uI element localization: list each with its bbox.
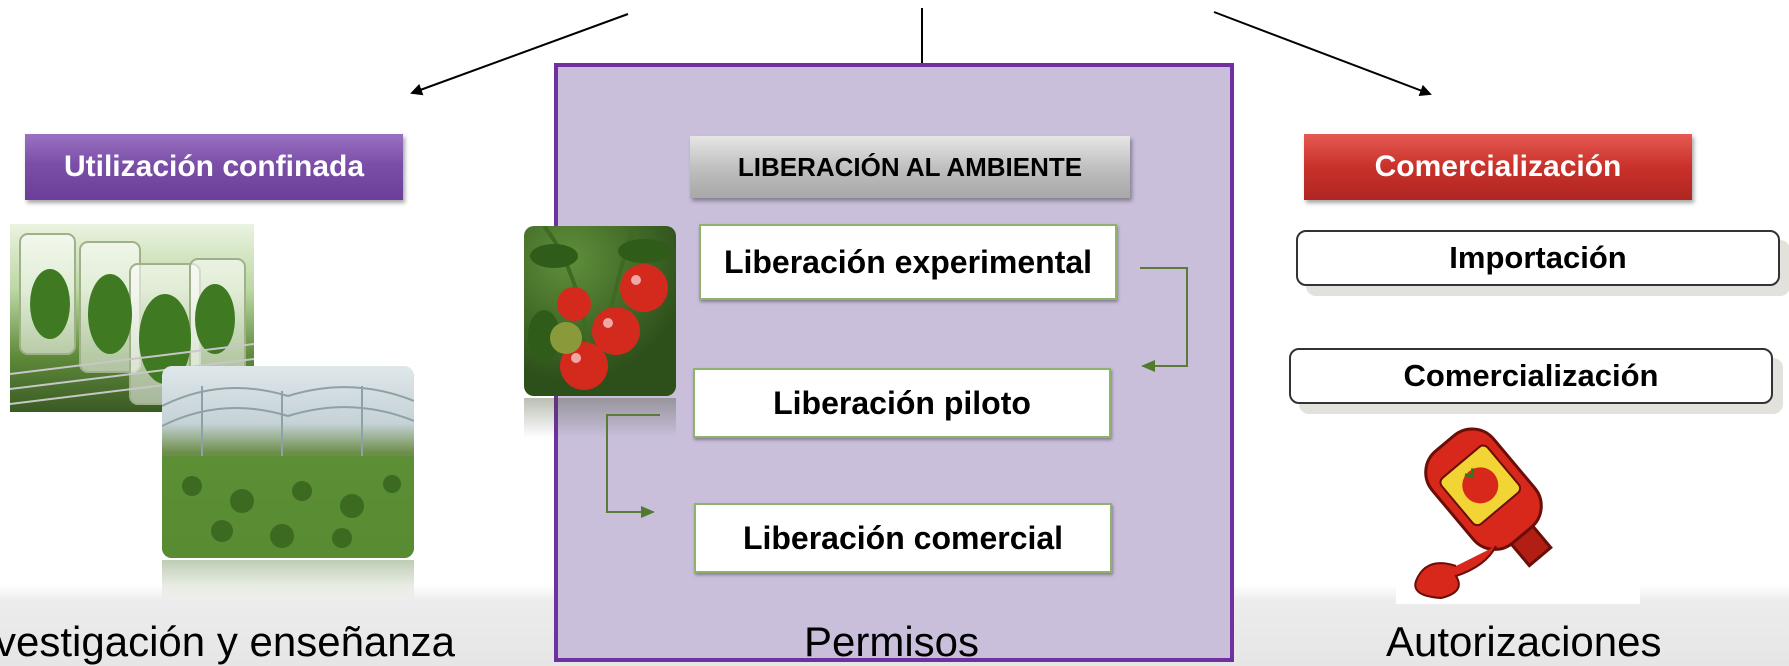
comercializacion-box: Comercialización (1289, 348, 1773, 404)
liberacion-ambiente-header: LIBERACIÓN AL AMBIENTE (690, 136, 1130, 198)
liberacion-experimental-box: Liberación experimental (699, 224, 1117, 300)
center-caption: Permisos (804, 618, 980, 665)
tomatoes-photo-reflection (524, 398, 676, 438)
arrow-left (410, 13, 629, 96)
liberacion-piloto-box: Liberación piloto (693, 368, 1111, 438)
lab-jars-photo (10, 224, 254, 412)
left-caption: Investigación y enseñanza (0, 618, 455, 665)
utilizacion-confinada-header: Utilización confinada (25, 134, 403, 200)
arrow-right (1213, 11, 1432, 97)
greenhouse-photo-reflection (162, 560, 414, 600)
right-caption: Autorizaciones (1386, 618, 1662, 665)
ketchup-bottle-illustration (1396, 416, 1640, 604)
comercializacion-header: Comercialización (1304, 134, 1692, 200)
liberacion-comercial-box: Liberación comercial (694, 503, 1112, 573)
importacion-box: Importación (1296, 230, 1780, 286)
connector-piloto-to-comercial (606, 414, 660, 518)
connector-exp-to-piloto (1140, 267, 1188, 372)
greenhouse-photo (162, 366, 414, 558)
tomatoes-photo (524, 226, 676, 396)
